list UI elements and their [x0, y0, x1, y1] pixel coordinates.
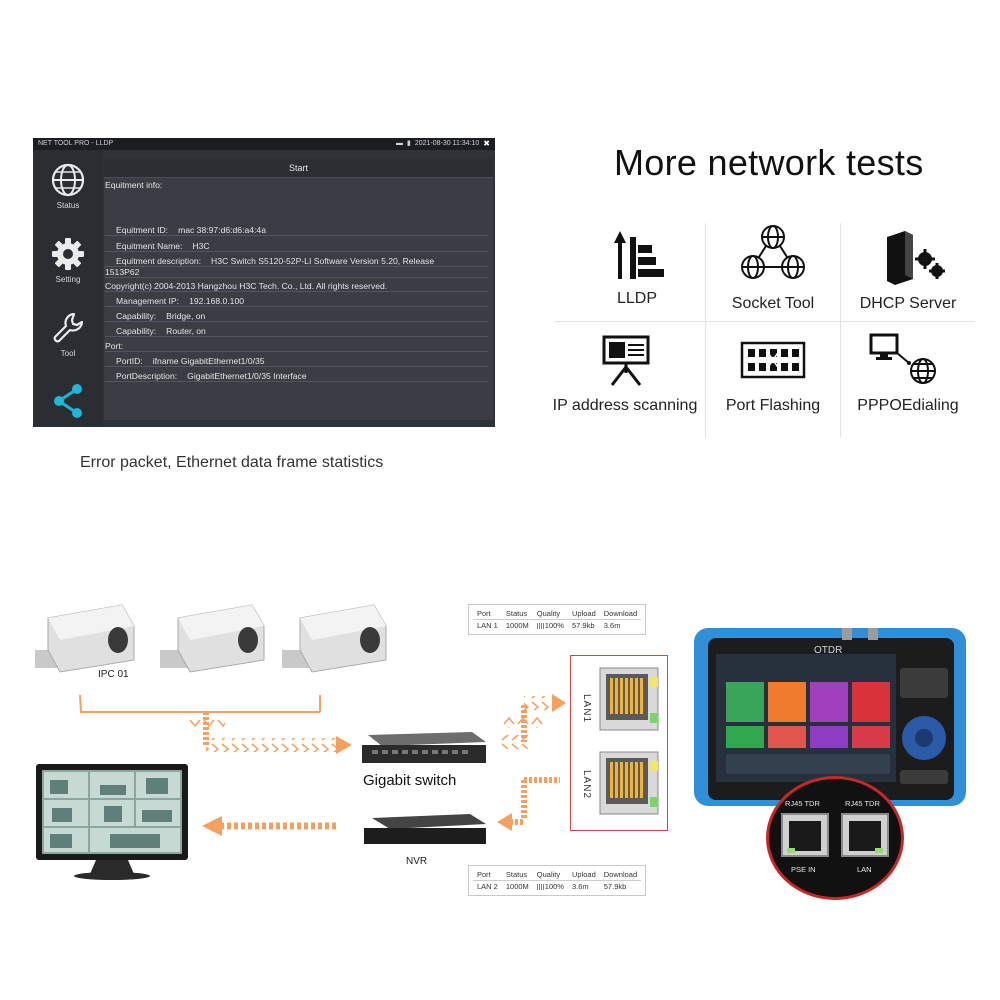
camera-icon: [35, 604, 135, 673]
table-header-row: Port Status Quality Upload Download: [473, 869, 642, 881]
sidebar-item-tool[interactable]: Tool: [33, 310, 103, 358]
test-label: Port Flashing: [725, 397, 821, 414]
list-item: 1513P62: [105, 267, 488, 278]
test-label: IP address scanning: [552, 397, 698, 414]
ipc-label: IPC 01: [98, 669, 129, 680]
list-item: PortDescription:GigabitEthernet1/0/35 In…: [105, 371, 488, 382]
device-sidebar: Status Setting Tool: [33, 150, 103, 427]
sidebar-item-setting[interactable]: Setting: [33, 236, 103, 284]
device-status-bar: NET TOOL PRO - LLDP ▬ ▮ 2021-08-30 11:34…: [33, 138, 495, 150]
port-label-lan: LAN: [857, 865, 872, 874]
ip-scan-board-icon: [602, 335, 650, 386]
start-button[interactable]: Start: [104, 158, 493, 178]
lldp-bars-icon: [614, 231, 664, 279]
share-icon: [54, 384, 82, 418]
camera-icon: [282, 604, 387, 673]
test-item-socket-tool[interactable]: Socket Tool: [698, 215, 848, 321]
signal-bars-icon: [536, 884, 544, 890]
list-item: Equitment description:H3C Switch S5120-5…: [105, 256, 488, 267]
lan1-label: LAN1: [581, 694, 592, 724]
list-item: Copyright(c) 2004-2013 Hangzhou H3C Tech…: [105, 281, 488, 292]
test-label: LLDP: [616, 290, 658, 307]
table-row: LAN 1 1000M 100% 57.9kb 3.6m: [477, 621, 621, 630]
caption-error-packet: Error packet, Ethernet data frame statis…: [80, 454, 384, 471]
port-flash-icon: [740, 341, 806, 379]
wrench-icon: [53, 312, 84, 343]
battery-icon: ▬: [395, 140, 403, 147]
camera-icon: [160, 604, 265, 673]
device-time: 2021-08-30 11:34:10: [414, 140, 480, 147]
pppoe-monitor-globe-icon: [869, 333, 936, 384]
sidebar-label: Status: [56, 201, 80, 210]
gear-icon: [52, 238, 84, 270]
nvr-icon: [364, 814, 486, 844]
monitor-icon: [36, 764, 188, 880]
lan-ports-frame: [570, 655, 668, 831]
table-header-row: Port Status Quality Upload Download: [473, 608, 642, 620]
globe-icon: [51, 163, 85, 197]
test-label: PPPOEdialing: [857, 397, 959, 414]
test-item-port-flashing[interactable]: Port Flashing: [698, 325, 848, 435]
list-item: Equitment Name:H3C: [105, 241, 488, 252]
test-item-dhcp-server[interactable]: DHCP Server: [833, 215, 983, 321]
sidebar-item-share[interactable]: [33, 382, 103, 423]
dhcp-server-icon: [887, 231, 945, 285]
gigabit-switch-label: Gigabit switch: [363, 772, 457, 789]
port-label-rj45-left: RJ45 TDR: [785, 799, 820, 808]
list-item: Management IP:192.168.0.100: [105, 296, 488, 307]
lock-icon: ▮: [406, 140, 411, 147]
lan1-stats-table: Port Status Quality Upload Download LAN …: [468, 604, 647, 635]
test-label: Socket Tool: [731, 295, 815, 312]
list-item: Capability:Bridge, on: [105, 311, 488, 322]
socket-globes-icon: [741, 225, 805, 279]
rj45-port-lan-icon: [841, 813, 889, 857]
sidebar-label: Setting: [55, 275, 81, 284]
port-label-rj45-right: RJ45 TDR: [845, 799, 880, 808]
device-title: NET TOOL PRO - LLDP: [38, 140, 114, 147]
table-row: LAN 2 1000M 100% 3.6m 57.9kb: [477, 882, 627, 891]
device-main-panel: [104, 158, 493, 420]
lan2-stats-table: Port Status Quality Upload Download LAN …: [468, 865, 647, 896]
gigabit-switch-icon: [362, 732, 486, 763]
equipment-info-header: Equitment info:: [105, 180, 163, 190]
test-item-ip-scanning[interactable]: IP address scanning: [550, 325, 700, 435]
sidebar-item-status[interactable]: Status: [33, 162, 103, 210]
tester-ports-zoom: RJ45 TDR RJ45 TDR PSE IN LAN: [766, 776, 904, 900]
port-label-poe-in: PSE IN: [791, 865, 816, 874]
rj45-port-poe-icon: [781, 813, 829, 857]
list-item: PortID:ifname GigabitEthernet1/0/35: [105, 356, 488, 367]
list-item: Equitment ID:mac 38:97:d6:d6:a4:4a: [105, 225, 488, 236]
close-icon[interactable]: ✖: [483, 139, 490, 148]
lan2-label: LAN2: [581, 770, 592, 800]
nvr-label: NVR: [406, 856, 428, 867]
test-label: DHCP Server: [859, 295, 957, 312]
signal-bars-icon: [536, 623, 544, 629]
list-item: Port:: [105, 341, 488, 352]
sidebar-label: Tool: [60, 349, 76, 358]
tester-brand: OTDR: [814, 645, 843, 656]
network-tests-title: More network tests: [614, 142, 924, 183]
test-item-pppoe-dialing[interactable]: PPPOEdialing: [833, 325, 983, 435]
list-item: Capability:Router, on: [105, 326, 488, 337]
network-tests-grid: LLDP Socket Tool DHCP Serv: [530, 215, 980, 440]
test-item-lldp[interactable]: LLDP: [562, 215, 712, 321]
